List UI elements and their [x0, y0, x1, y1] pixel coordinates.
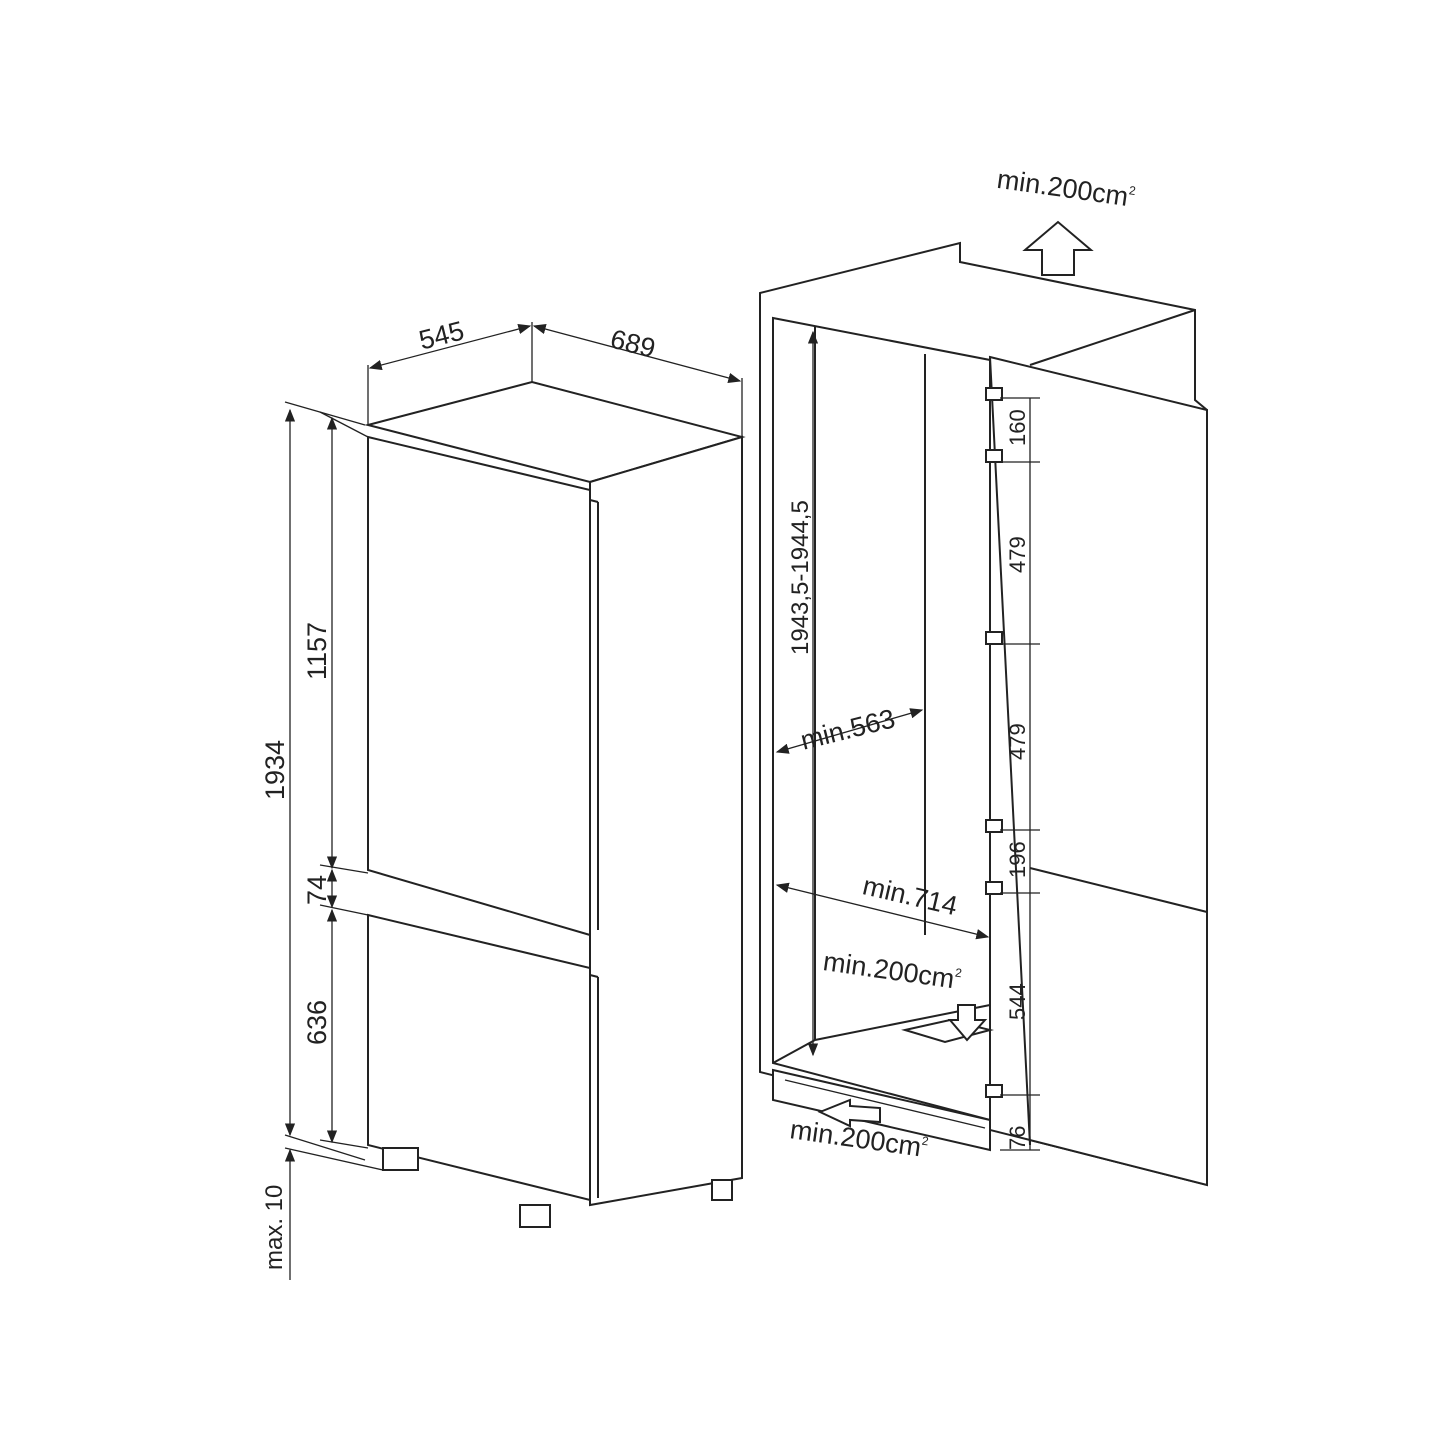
hinge-icon: [985, 819, 1003, 833]
fridge-side: [589, 435, 743, 1207]
top-vent-label: min.200cm2: [995, 164, 1137, 213]
width-689-label: 689: [607, 324, 658, 364]
down-arrow-icon: [947, 1004, 988, 1042]
hinge-icon: [985, 631, 1003, 645]
hinge-icon: [985, 881, 1003, 895]
hinge-dim-196: 196: [1005, 841, 1030, 878]
hinge-brackets: [985, 387, 1003, 1098]
fridge-lower-door: [367, 913, 591, 1202]
up-arrow-icon: [1022, 220, 1094, 276]
fridge-foot: [519, 1204, 551, 1228]
hinge-dim-479-lower: 479: [1005, 723, 1030, 760]
gap-74-label: 74: [302, 875, 332, 905]
freestanding-fridge-drawing: [364, 380, 746, 1228]
inflow-arrow-icon: [817, 1098, 881, 1128]
depth-545-label: 545: [416, 316, 467, 356]
hinge-icon: [985, 1084, 1003, 1098]
niche-height-label: 1943,5-1944,5: [787, 500, 814, 655]
built-in-niche-drawing: [759, 220, 1208, 1187]
fridge-foot: [382, 1147, 419, 1171]
feet-max10-label: max. 10: [261, 1185, 288, 1270]
fridge-upper-door: [367, 435, 591, 937]
hinge-dim-544: 544: [1005, 983, 1030, 1020]
hinge-dim-479-upper: 479: [1005, 536, 1030, 573]
hinge-icon: [985, 387, 1003, 401]
upper-door-1157-label: 1157: [302, 622, 332, 680]
door-panel: [988, 355, 1208, 1187]
lower-door-636-label: 636: [302, 1000, 332, 1045]
total-height-1934-label: 1934: [260, 740, 290, 800]
fridge-foot: [711, 1179, 733, 1201]
hinge-icon: [985, 449, 1003, 463]
hinge-dim-160: 160: [1005, 409, 1030, 446]
hinge-dim-76: 76: [1005, 1126, 1030, 1150]
